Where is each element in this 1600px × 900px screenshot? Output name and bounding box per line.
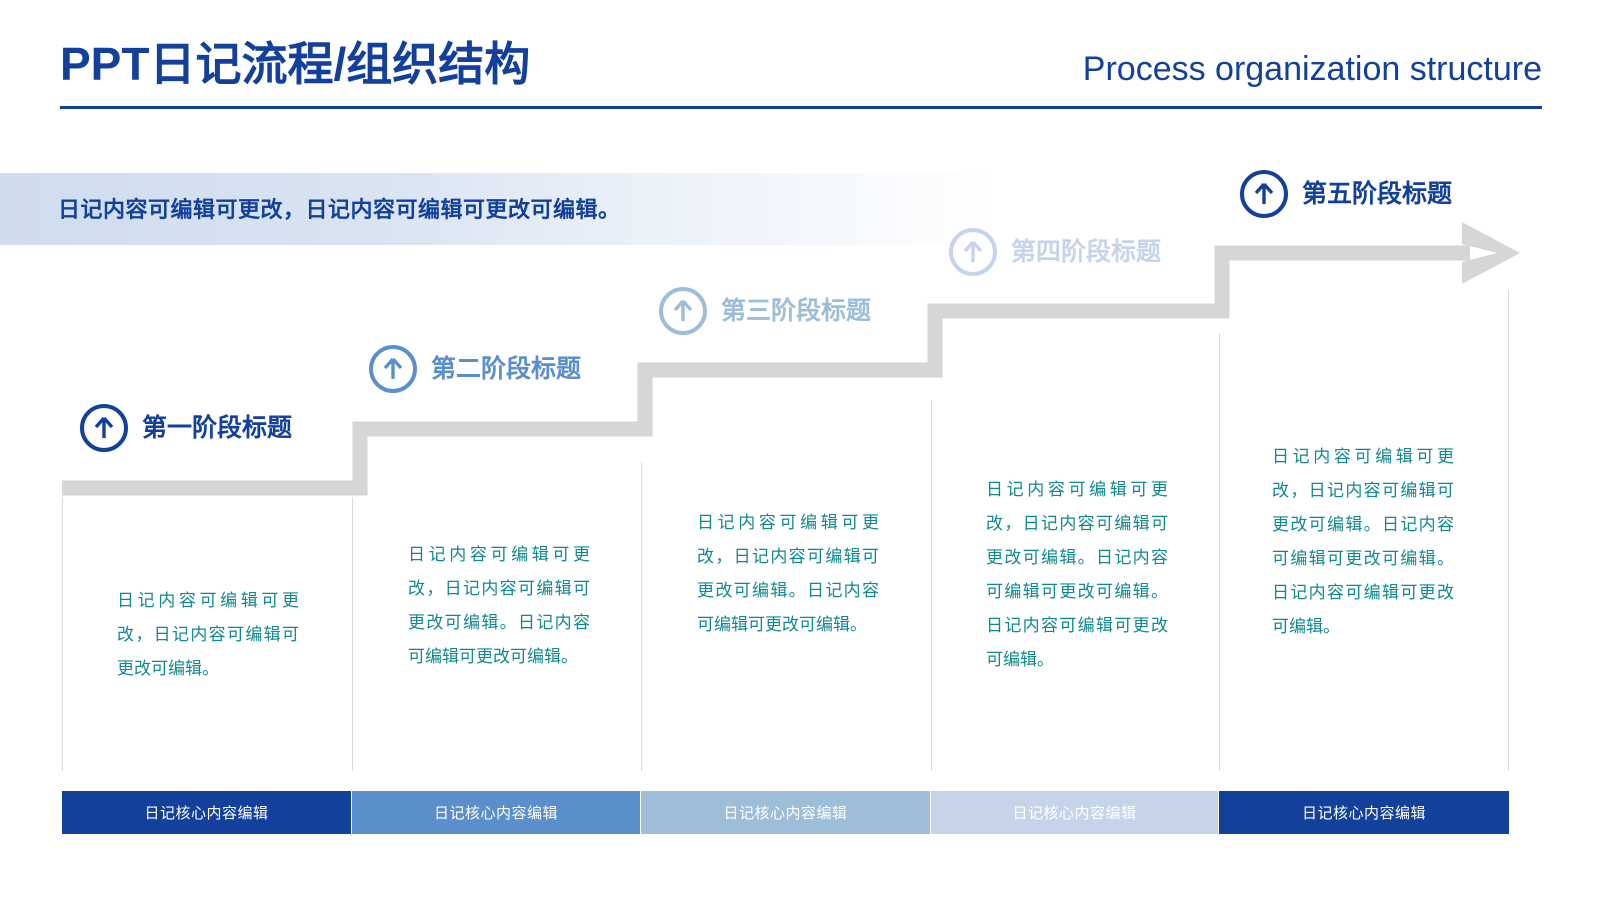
- bottom-bar-label-3: 日记核心内容编辑: [723, 805, 848, 822]
- page-subtitle: Process organization structure: [1082, 50, 1542, 88]
- stage-header-2[interactable]: 第二阶段标题: [369, 345, 581, 393]
- column-divider-2: [352, 497, 353, 771]
- arrow-up-circle-icon: [80, 404, 128, 452]
- stage-body-1: 日记内容可编辑可更改，日记内容可编辑可更改可编辑。: [117, 591, 299, 678]
- arrow-up-circle-icon: [369, 345, 417, 393]
- page-title: PPT日记流程/组织结构: [60, 38, 531, 90]
- right-arrow-icon: [1462, 222, 1520, 284]
- header-divider: [60, 106, 1542, 109]
- column-divider-6: [1508, 290, 1509, 771]
- bottom-bar-2[interactable]: 日记核心内容编辑: [352, 791, 640, 834]
- stage-header-5[interactable]: 第五阶段标题: [1240, 170, 1452, 218]
- banner-text: 日记内容可编辑可更改，日记内容可编辑可更改可编辑。: [58, 197, 621, 222]
- bottom-bar-label-1: 日记核心内容编辑: [144, 805, 269, 822]
- stage-title-1: 第一阶段标题: [142, 413, 293, 442]
- stage-title-5: 第五阶段标题: [1302, 179, 1453, 208]
- stage-body-3: 日记内容可编辑可更改，日记内容可编辑可更改可编辑。日记内容可编辑可更改可编辑。: [697, 513, 879, 634]
- stage-body-2: 日记内容可编辑可更改，日记内容可编辑可更改可编辑。日记内容可编辑可更改可编辑。: [408, 545, 590, 666]
- staircase-flow-arrow: [62, 222, 1520, 496]
- stage-header-4[interactable]: 第四阶段标题: [949, 228, 1161, 276]
- column-divider-3: [641, 462, 642, 771]
- bottom-bar-1[interactable]: 日记核心内容编辑: [62, 791, 351, 834]
- arrow-up-circle-icon: [1240, 170, 1288, 218]
- stage-header-1[interactable]: 第一阶段标题: [80, 404, 292, 452]
- stage-body-4: 日记内容可编辑可更改，日记内容可编辑可更改可编辑。日记内容可编辑可更改可编辑。日…: [986, 480, 1168, 669]
- stage-title-3: 第三阶段标题: [721, 296, 872, 325]
- arrow-up-circle-icon: [949, 228, 997, 276]
- bottom-bar-3[interactable]: 日记核心内容编辑: [641, 791, 930, 834]
- stage-header-3[interactable]: 第三阶段标题: [659, 287, 871, 335]
- stage-title-4: 第四阶段标题: [1011, 237, 1162, 266]
- column-divider-5: [1219, 333, 1220, 771]
- bottom-bar-label-5: 日记核心内容编辑: [1301, 805, 1426, 822]
- banner-background: [0, 173, 1000, 245]
- column-divider-4: [931, 400, 932, 771]
- column-divider-1: [62, 497, 63, 771]
- stage-body-5: 日记内容可编辑可更改，日记内容可编辑可更改可编辑。日记内容可编辑可更改可编辑。日…: [1272, 447, 1454, 636]
- arrow-up-circle-icon: [659, 287, 707, 335]
- stage-title-2: 第二阶段标题: [431, 354, 582, 383]
- staircase-path: [62, 245, 1470, 496]
- bottom-bar-label-4: 日记核心内容编辑: [1012, 805, 1137, 822]
- bottom-bar-4[interactable]: 日记核心内容编辑: [931, 791, 1218, 834]
- bottom-bar-5[interactable]: 日记核心内容编辑: [1219, 791, 1509, 834]
- bottom-bar-label-2: 日记核心内容编辑: [433, 805, 558, 822]
